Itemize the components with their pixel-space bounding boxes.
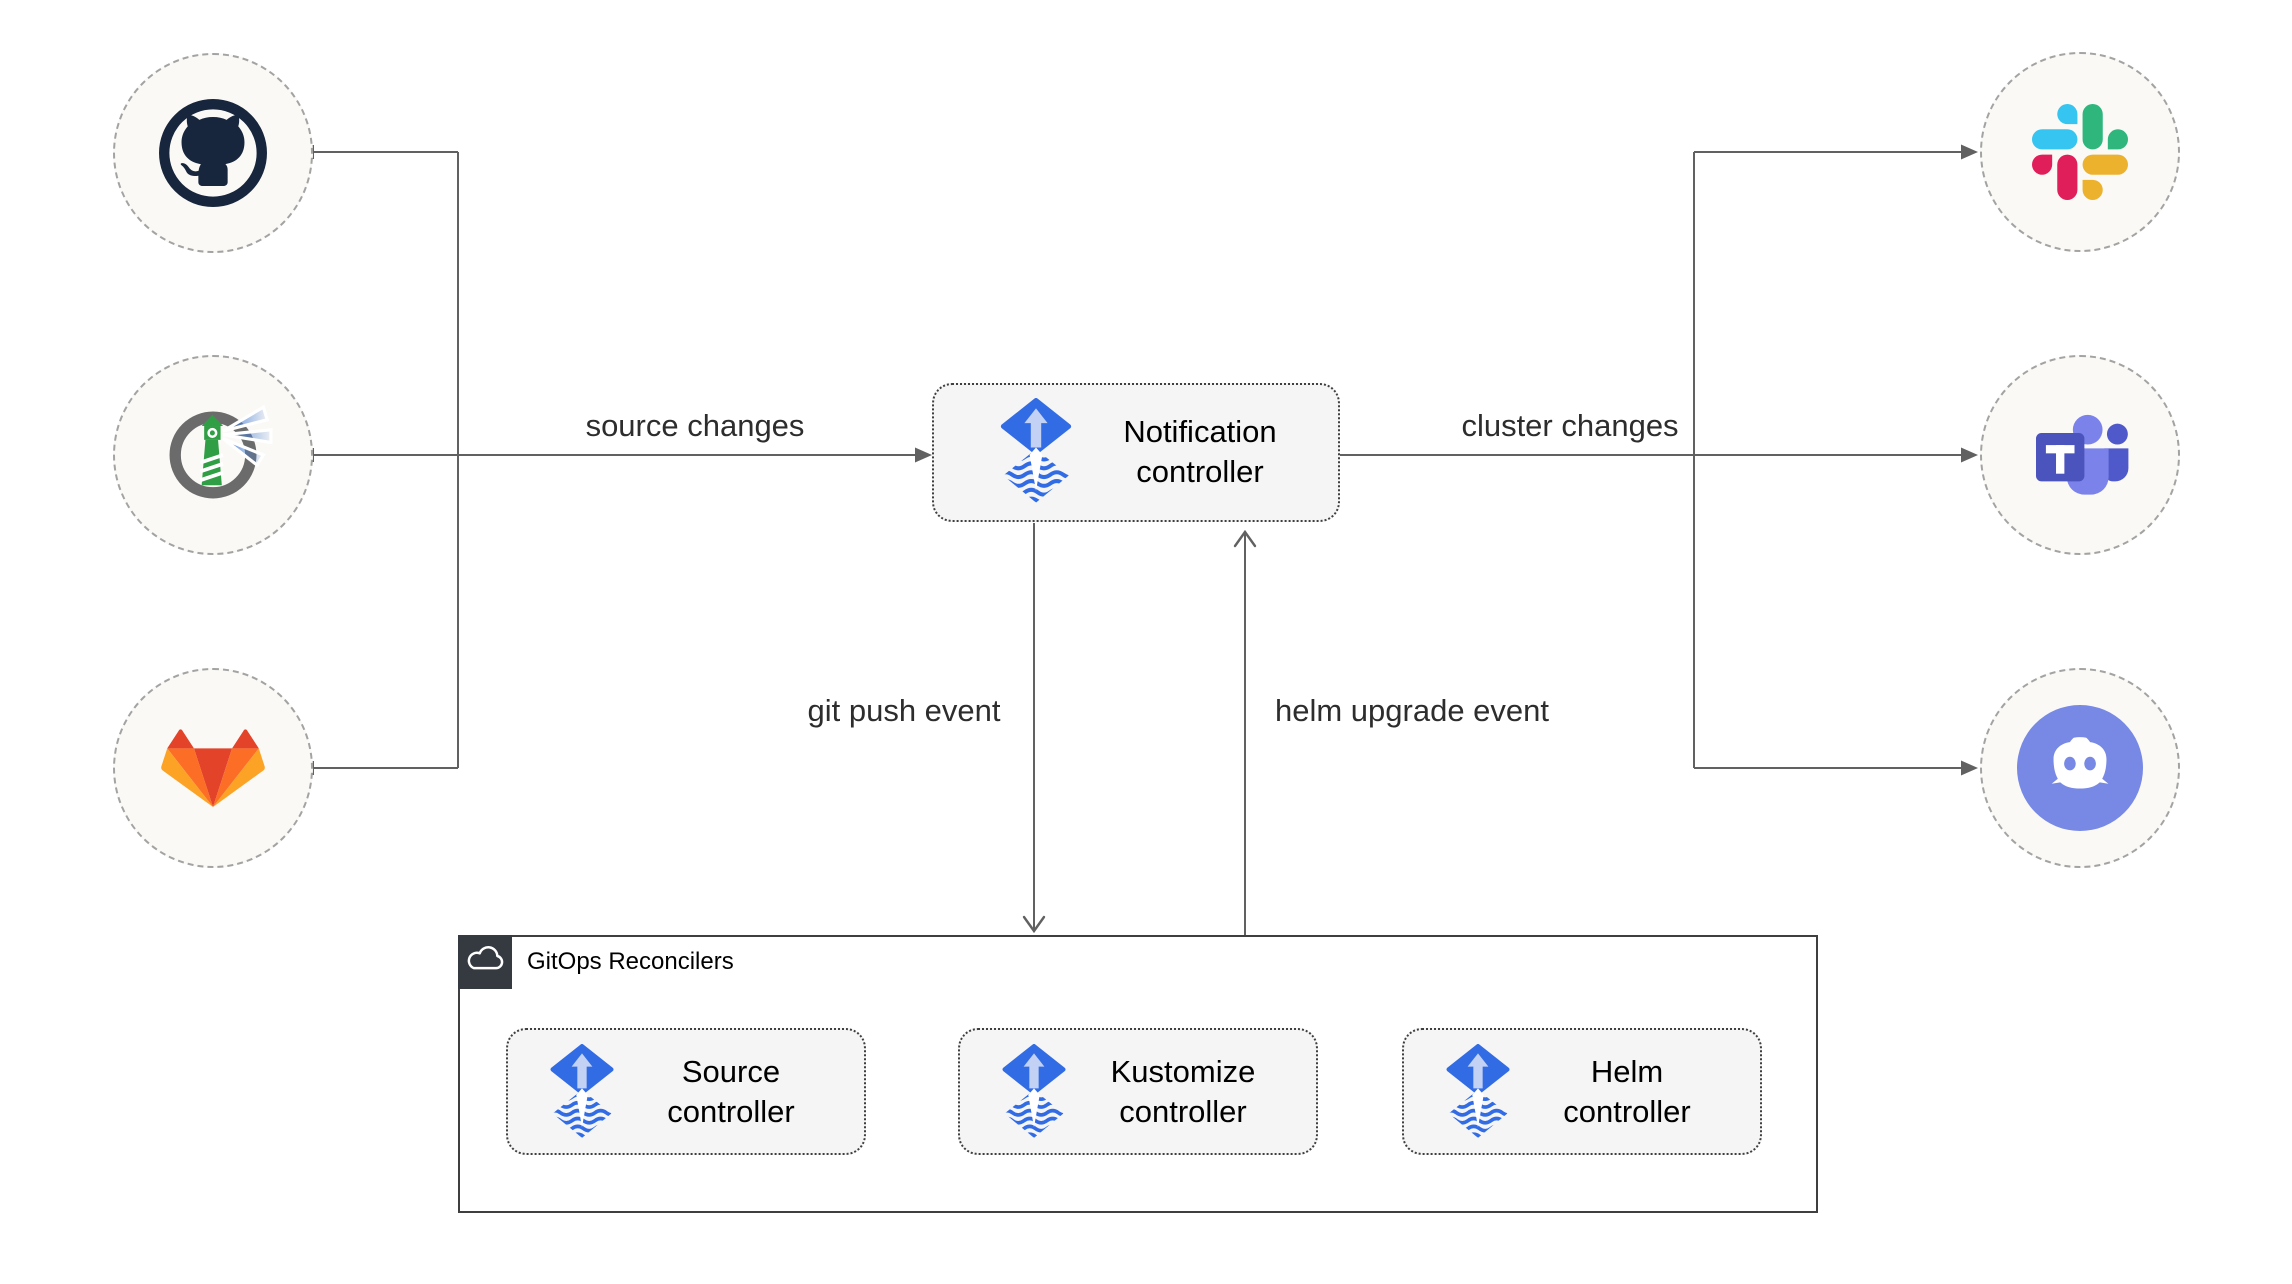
node-slack — [1980, 52, 2180, 252]
gitops-reconcilers-title: GitOps Reconcilers — [527, 948, 734, 975]
helm-controller-box — [1402, 1028, 1762, 1155]
slack-icon — [2032, 104, 2128, 200]
discord-icon — [2017, 705, 2143, 831]
source-controller-label: Source controller — [667, 1054, 795, 1129]
arrowhead-into-teams — [1961, 447, 1978, 463]
teams-icon — [2025, 400, 2135, 510]
arrowhead-into-slack — [1961, 144, 1978, 160]
notification-controller-label: Notification controller — [1123, 414, 1277, 489]
flux-icon — [996, 398, 1076, 505]
cloud-icon — [462, 939, 508, 985]
kustomize-controller-label: Kustomize controller — [1110, 1054, 1256, 1129]
node-teams — [1980, 355, 2180, 555]
flux-icon — [546, 1044, 618, 1140]
arrowhead-git-push-down — [1022, 915, 1046, 934]
flux-icon — [998, 1044, 1070, 1140]
gitlab-icon — [161, 729, 265, 808]
flux-icon — [1442, 1044, 1514, 1140]
node-discord — [1980, 668, 2180, 868]
node-github — [113, 53, 313, 253]
arrowhead-into-notification — [915, 447, 932, 463]
kustomize-controller-box — [958, 1028, 1318, 1155]
edge-label-git-push-event: git push event — [807, 693, 1001, 728]
helm-controller-label: Helm controller — [1563, 1054, 1691, 1129]
edge-label-helm-upgrade-event: helm upgrade event — [1274, 693, 1550, 728]
edge-label-cluster-changes: cluster changes — [1461, 408, 1679, 443]
github-icon — [152, 92, 274, 214]
node-harbor — [113, 355, 313, 555]
harbor-icon — [150, 392, 276, 518]
notification-controller-box — [932, 383, 1340, 522]
arrowhead-helm-upgrade-up — [1233, 529, 1257, 548]
source-controller-box — [506, 1028, 866, 1155]
node-gitlab — [113, 668, 313, 868]
edge-label-source-changes: source changes — [585, 408, 805, 443]
gitops-reconcilers-badge — [458, 935, 512, 989]
arrowhead-into-discord — [1961, 760, 1978, 776]
